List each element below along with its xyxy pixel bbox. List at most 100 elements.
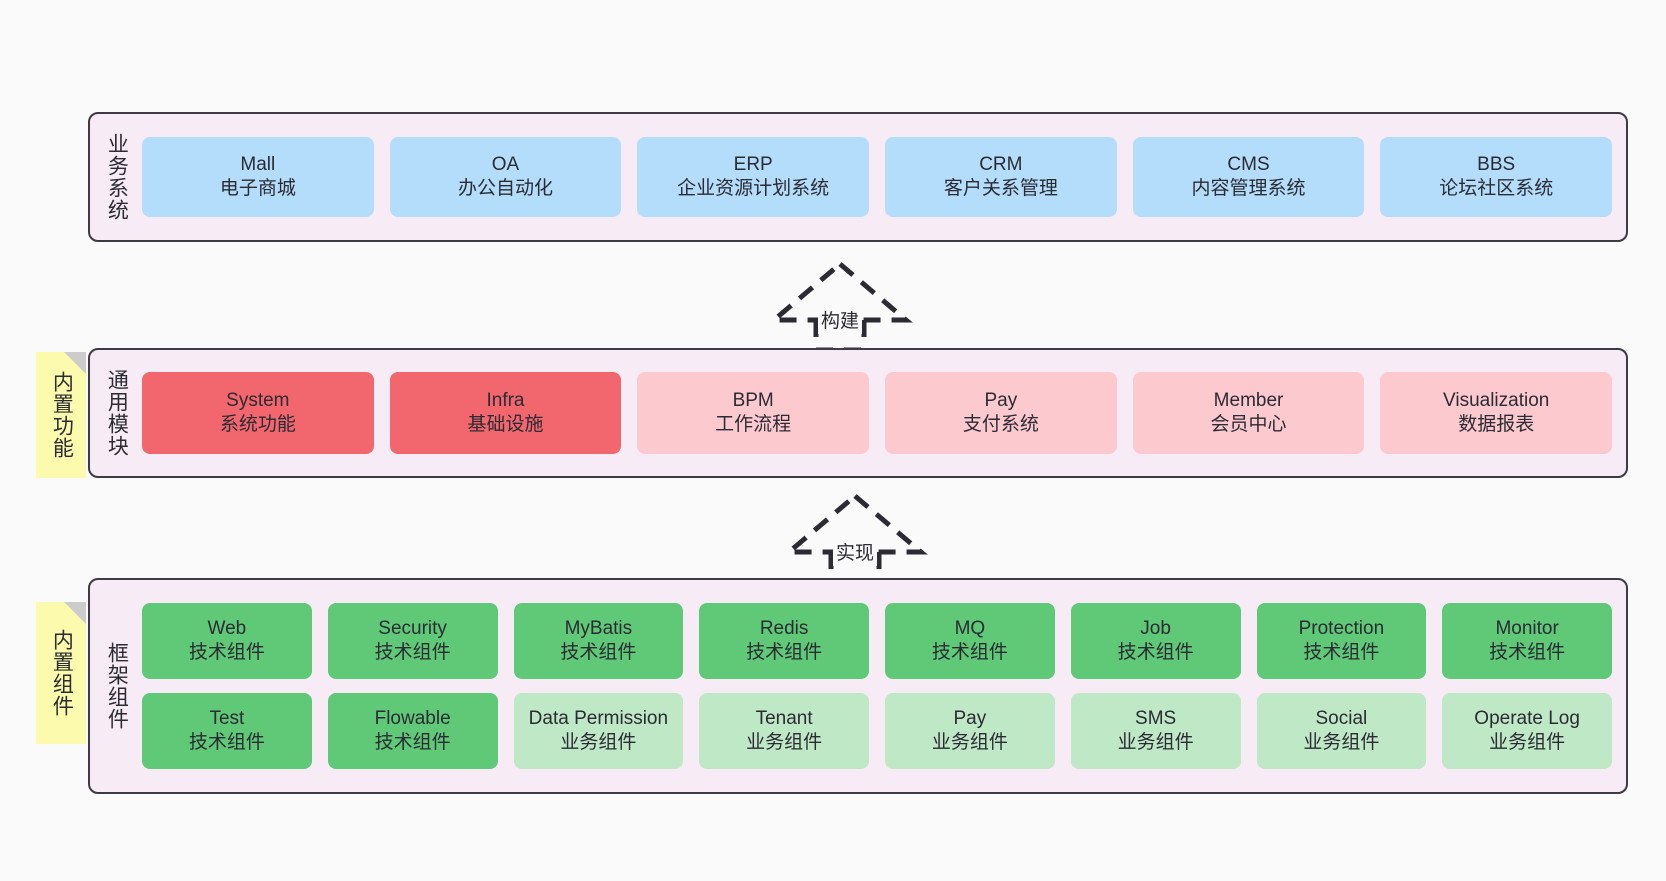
connector-implement: 实现 [775, 490, 935, 582]
card-title: System [226, 389, 290, 411]
card-row: Test 技术组件 Flowable 技术组件 Data Permission … [142, 693, 1612, 769]
card-title: Infra [486, 389, 525, 411]
card-job[interactable]: Job 技术组件 [1070, 603, 1241, 679]
card-title: Test [209, 707, 245, 729]
card-tenant[interactable]: Tenant 业务组件 [699, 693, 869, 769]
card-mybatis[interactable]: MyBatis 技术组件 [513, 603, 684, 679]
note-builtin-function[interactable]: 内置功能 [36, 352, 86, 478]
card-subtitle: 办公自动化 [458, 178, 554, 199]
card-sms[interactable]: SMS 业务组件 [1070, 693, 1241, 769]
layer-framework-component[interactable]: 框架组件 Web 技术组件 Security 技术组件 MyBatis 技术组件… [88, 578, 1628, 794]
card-title: Security [378, 617, 447, 639]
layer-body-business-system: Mall 电子商城 OA 办公自动化 ERP 企业资源计划系统 CRM 客户关系… [142, 114, 1626, 240]
card-title: SMS [1135, 707, 1177, 729]
card-subtitle: 业务组件 [1117, 732, 1194, 753]
card-erp[interactable]: ERP 企业资源计划系统 [637, 137, 870, 217]
card-row: Mall 电子商城 OA 办公自动化 ERP 企业资源计划系统 CRM 客户关系… [142, 137, 1613, 217]
layer-title-framework-component: 框架组件 [105, 642, 129, 730]
card-subtitle: 工作流程 [715, 414, 792, 435]
card-subtitle: 技术组件 [374, 732, 451, 753]
card-subtitle: 技术组件 [1117, 642, 1194, 663]
card-subtitle: 系统功能 [219, 414, 296, 435]
card-protection[interactable]: Protection 技术组件 [1256, 603, 1427, 679]
card-subtitle: 会员中心 [1210, 414, 1287, 435]
card-subtitle: 业务组件 [1489, 732, 1566, 753]
arrow-shaft-icon [828, 552, 882, 582]
card-social[interactable]: Social 业务组件 [1256, 693, 1427, 769]
card-title: Redis [759, 617, 809, 639]
card-operate-log[interactable]: Operate Log 业务组件 [1442, 693, 1612, 769]
card-cms[interactable]: CMS 内容管理系统 [1132, 137, 1365, 217]
card-title: Mall [240, 153, 276, 175]
card-subtitle: 技术组件 [560, 642, 637, 663]
card-bbs[interactable]: BBS 论坛社区系统 [1380, 137, 1613, 217]
note-fold-corner-icon [64, 602, 86, 624]
card-title: Flowable [374, 707, 451, 729]
card-subtitle: 业务组件 [1303, 732, 1380, 753]
card-subtitle: 技术组件 [1489, 642, 1566, 663]
card-subtitle: 基础设施 [467, 414, 544, 435]
card-title: Pay [984, 389, 1018, 411]
note-builtin-component[interactable]: 内置组件 [36, 602, 86, 744]
card-visualization[interactable]: Visualization 数据报表 [1380, 372, 1613, 454]
layer-title-business-system: 业务系统 [105, 133, 129, 221]
card-test[interactable]: Test 技术组件 [142, 693, 312, 769]
card-title: Protection [1298, 617, 1385, 639]
card-web[interactable]: Web 技术组件 [142, 603, 312, 679]
card-title: MyBatis [564, 617, 633, 639]
card-subtitle: 内容管理系统 [1191, 178, 1306, 199]
card-title: Visualization [1443, 389, 1550, 411]
card-subtitle: 论坛社区系统 [1439, 178, 1554, 199]
card-crm[interactable]: CRM 客户关系管理 [885, 137, 1117, 217]
card-pay-module[interactable]: Pay 支付系统 [885, 372, 1117, 454]
card-subtitle: 业务组件 [931, 732, 1008, 753]
card-monitor[interactable]: Monitor 技术组件 [1442, 603, 1612, 679]
card-data-permission[interactable]: Data Permission 业务组件 [513, 693, 684, 769]
card-title: Job [1140, 617, 1171, 639]
layer-body-framework-component: Web 技术组件 Security 技术组件 MyBatis 技术组件 Redi… [142, 580, 1626, 792]
card-title: BBS [1477, 153, 1516, 175]
card-system[interactable]: System 系统功能 [142, 372, 374, 454]
note-label: 内置功能 [50, 371, 74, 459]
card-subtitle: 客户关系管理 [943, 178, 1058, 199]
card-subtitle: 技术组件 [188, 732, 265, 753]
note-label: 内置组件 [50, 629, 74, 717]
card-infra[interactable]: Infra 基础设施 [389, 372, 622, 454]
connector-label-implement: 实现 [832, 543, 878, 566]
card-bpm[interactable]: BPM 工作流程 [637, 372, 870, 454]
card-subtitle: 技术组件 [746, 642, 823, 663]
card-title: BPM [732, 389, 774, 411]
card-title: Data Permission [528, 707, 669, 729]
layer-common-module[interactable]: 通用模块 System 系统功能 Infra 基础设施 BPM 工作流程 Pay… [88, 348, 1628, 478]
card-redis[interactable]: Redis 技术组件 [699, 603, 869, 679]
card-subtitle: 业务组件 [746, 732, 823, 753]
connector-label-build: 构建 [817, 311, 863, 334]
note-fold-corner-icon [64, 352, 86, 374]
card-title: Social [1315, 707, 1368, 729]
layer-body-common-module: System 系统功能 Infra 基础设施 BPM 工作流程 Pay 支付系统… [142, 350, 1626, 476]
card-subtitle: 技术组件 [931, 642, 1008, 663]
layer-business-system[interactable]: 业务系统 Mall 电子商城 OA 办公自动化 ERP 企业资源计划系统 CRM… [88, 112, 1628, 242]
card-title: OA [491, 153, 520, 175]
card-title: ERP [733, 153, 773, 175]
card-row: System 系统功能 Infra 基础设施 BPM 工作流程 Pay 支付系统… [142, 372, 1613, 454]
card-title: CMS [1227, 153, 1270, 175]
card-title: Operate Log [1474, 707, 1580, 729]
card-subtitle: 数据报表 [1458, 414, 1535, 435]
card-title: Tenant [755, 707, 813, 729]
card-title: Monitor [1495, 617, 1559, 639]
card-mq[interactable]: MQ 技术组件 [885, 603, 1055, 679]
card-security[interactable]: Security 技术组件 [327, 603, 498, 679]
card-title: Member [1213, 389, 1284, 411]
card-oa[interactable]: OA 办公自动化 [389, 137, 622, 217]
card-title: Pay [953, 707, 987, 729]
connector-build: 构建 [760, 258, 920, 350]
card-mall[interactable]: Mall 电子商城 [142, 137, 374, 217]
card-title: CRM [979, 153, 1023, 175]
card-subtitle: 电子商城 [219, 178, 296, 199]
card-pay-component[interactable]: Pay 业务组件 [885, 693, 1055, 769]
card-flowable[interactable]: Flowable 技术组件 [327, 693, 498, 769]
card-member[interactable]: Member 会员中心 [1132, 372, 1365, 454]
card-subtitle: 支付系统 [962, 414, 1039, 435]
